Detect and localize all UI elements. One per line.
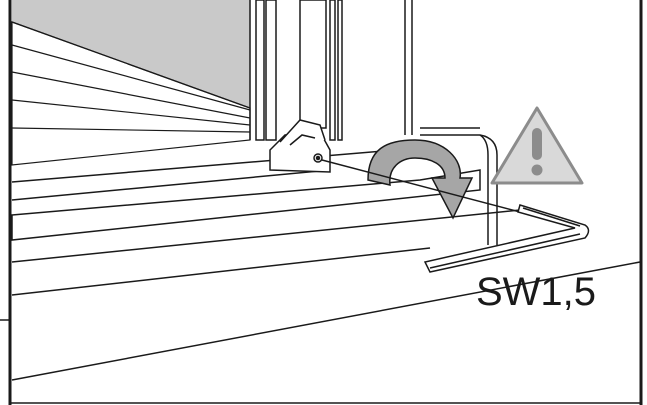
door-profile — [255, 0, 413, 141]
floor-sill — [11, 127, 641, 381]
hex-wrench — [423, 204, 590, 273]
glass-pane — [11, 0, 251, 166]
rotation-arrow — [367, 139, 474, 220]
warning-triangle-icon — [490, 106, 584, 185]
wrench-size-label: SW1,5 — [476, 270, 597, 314]
guide-line — [321, 159, 521, 213]
hinge-bracket — [269, 119, 331, 173]
